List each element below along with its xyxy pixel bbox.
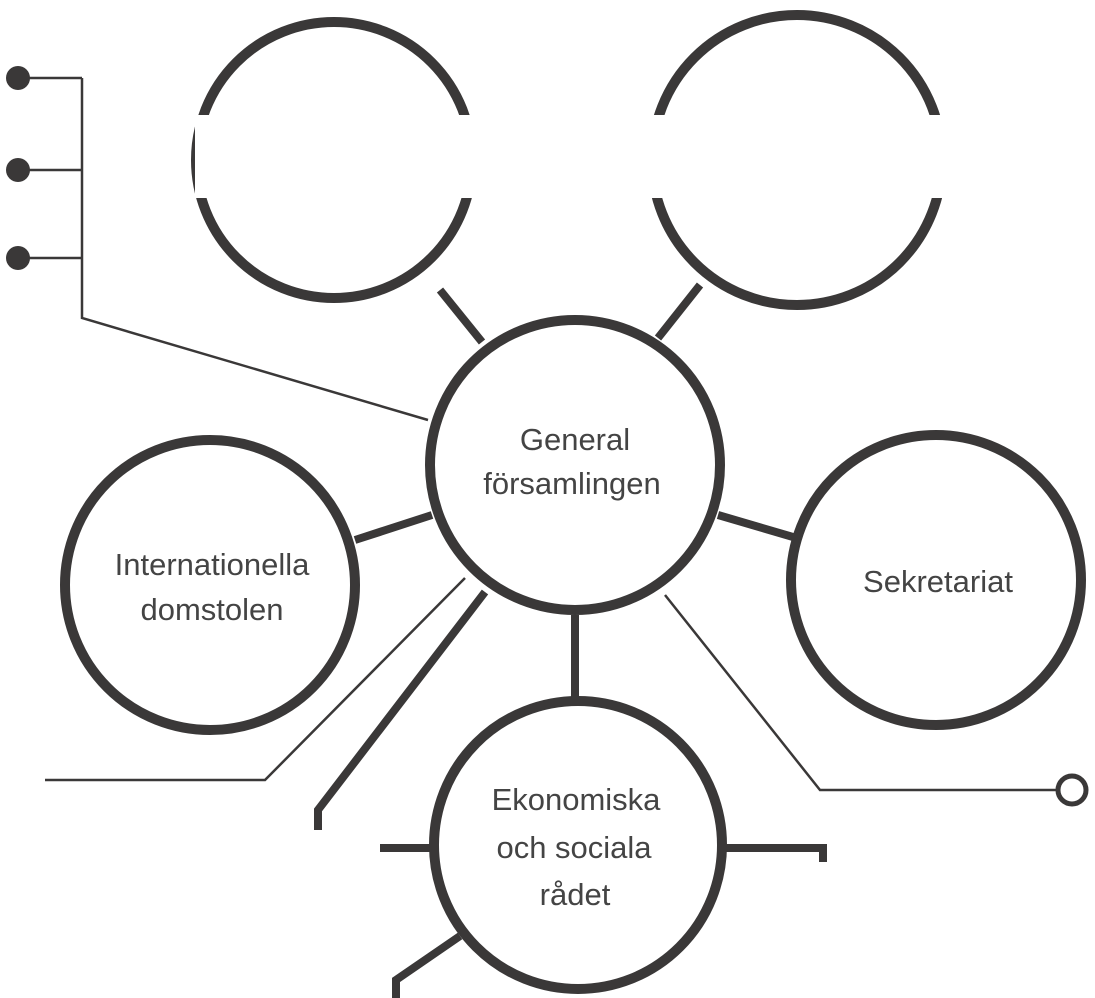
connector-lower-left-thin	[45, 577, 466, 782]
bottom-label-line3: rådet	[540, 877, 611, 912]
connector-topright	[654, 282, 704, 341]
node-bottom	[429, 696, 727, 994]
left-label-line2: domstolen	[140, 592, 283, 627]
bullet-dot	[6, 246, 30, 270]
bottom-label-line2: och sociala	[496, 830, 652, 865]
left-label-line1: Internationella	[115, 547, 311, 582]
connector-lower-left-thick	[314, 589, 489, 830]
node-center	[425, 315, 725, 615]
stub-bottom-lower-left	[392, 932, 463, 998]
connector-topleft	[436, 287, 486, 345]
bottom-label-line1: Ekonomiska	[492, 782, 662, 817]
connector-left	[353, 511, 434, 544]
redaction-box	[195, 115, 947, 198]
center-label-line2: församlingen	[483, 466, 660, 501]
bullet-dot	[6, 66, 30, 90]
open-circle-terminal	[1055, 773, 1089, 807]
node-left	[60, 435, 360, 735]
stub-bottom-right	[720, 844, 827, 862]
connectors	[6, 66, 1089, 998]
center-label-line1: General	[520, 422, 630, 457]
right-label: Sekretariat	[863, 564, 1013, 599]
node-right	[786, 430, 1086, 730]
connector-bracket-line	[80, 78, 429, 422]
bullet-dot	[6, 158, 30, 182]
connector-lower-right-thin	[664, 594, 1058, 792]
connector-right	[716, 511, 795, 541]
